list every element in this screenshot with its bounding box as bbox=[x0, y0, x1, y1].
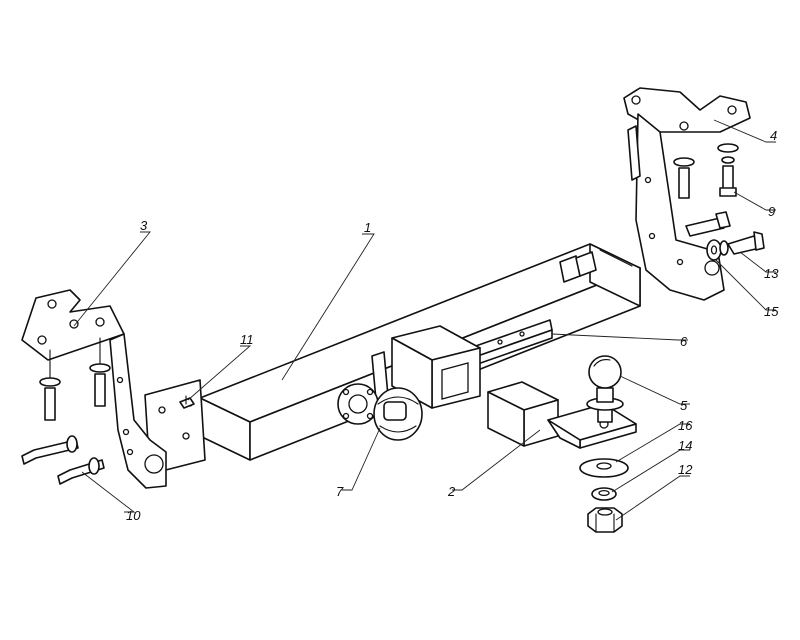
callout-16: 16 bbox=[678, 418, 693, 433]
draw-bar bbox=[487, 381, 637, 449]
callout-14: 14 bbox=[678, 438, 692, 453]
callout-6: 6 bbox=[680, 334, 688, 349]
right-bracket-tab bbox=[627, 125, 641, 181]
callout-3: 3 bbox=[140, 218, 148, 233]
callout-labels: 1 2 3 4 5 6 7 9 10 11 12 13 14 15 16 bbox=[126, 128, 779, 523]
callout-9: 9 bbox=[768, 204, 775, 219]
callout-5: 5 bbox=[680, 398, 688, 413]
left-horizontal-bolts bbox=[21, 435, 105, 485]
tow-ball bbox=[586, 355, 624, 423]
callout-12: 12 bbox=[678, 462, 693, 477]
callout-10: 10 bbox=[126, 508, 141, 523]
right-vertical-bolts bbox=[673, 143, 739, 199]
leader-lines bbox=[73, 119, 776, 521]
nut-12 bbox=[587, 507, 623, 533]
callout-15: 15 bbox=[764, 304, 779, 319]
right-horizontal-bolts bbox=[685, 211, 765, 261]
callout-1: 1 bbox=[364, 220, 371, 235]
callout-13: 13 bbox=[764, 266, 779, 281]
washer-16 bbox=[579, 458, 629, 478]
callout-11: 11 bbox=[240, 332, 254, 347]
left-bracket bbox=[21, 289, 167, 489]
bolt-11 bbox=[179, 395, 195, 409]
callout-7: 7 bbox=[336, 484, 344, 499]
right-bracket bbox=[623, 87, 751, 301]
electrical-socket bbox=[337, 351, 423, 441]
callout-4: 4 bbox=[770, 128, 777, 143]
lock-washer-14 bbox=[591, 487, 617, 501]
rear-bolts bbox=[559, 251, 597, 283]
callout-2: 2 bbox=[447, 484, 456, 499]
left-vertical-bolts bbox=[39, 337, 111, 421]
